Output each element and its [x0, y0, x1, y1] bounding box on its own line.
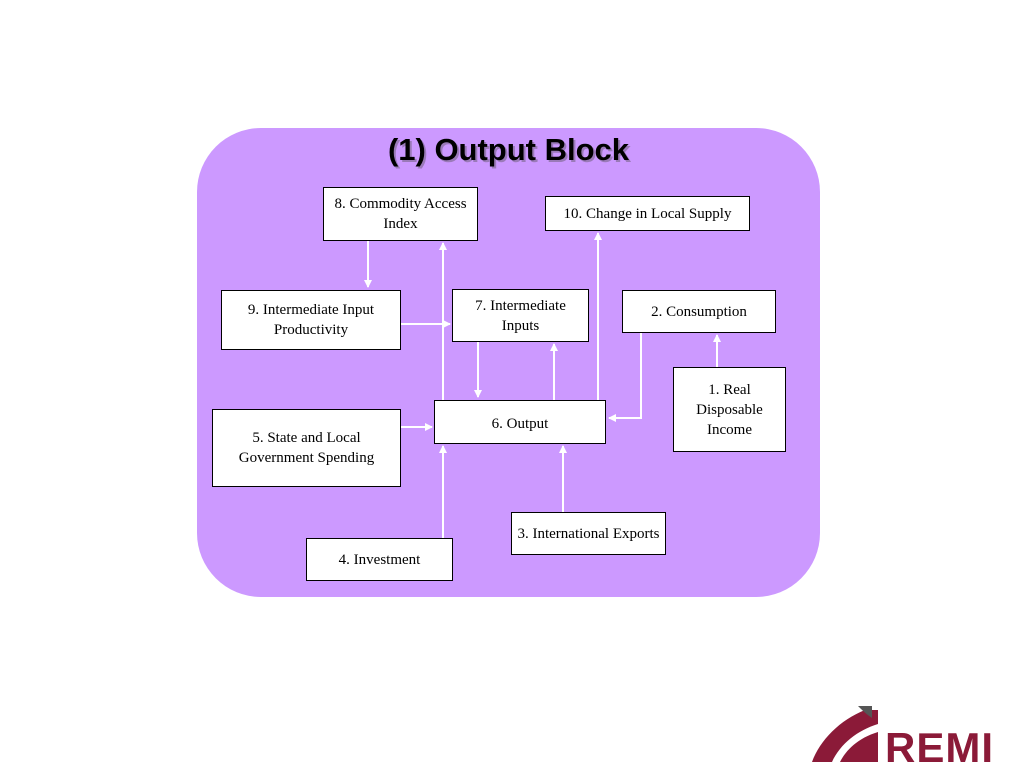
node-intermediate-inputs: 7. Intermediate Inputs	[452, 289, 589, 342]
node-real-disposable-income: 1. Real Disposable Income	[673, 367, 786, 452]
logo-mark	[812, 710, 878, 762]
remi-logo-text: REMI	[885, 724, 994, 771]
node-state-local-government-spending: 5. State and Local Government Spending	[212, 409, 401, 487]
node-commodity-access-index: 8. Commodity Access Index	[323, 187, 478, 241]
node-change-in-local-supply: 10. Change in Local Supply	[545, 196, 750, 231]
remi-logo	[812, 706, 878, 762]
diagram-title: (1) Output Block	[387, 132, 630, 167]
node-consumption: 2. Consumption	[622, 290, 776, 333]
arrow-consumption-to-output	[608, 333, 642, 422]
node-intermediate-input-productivity: 9. Intermediate Input Productivity	[221, 290, 401, 350]
node-investment: 4. Investment	[306, 538, 453, 581]
node-output: 6. Output	[434, 400, 606, 444]
node-international-exports: 3. International Exports	[511, 512, 666, 555]
